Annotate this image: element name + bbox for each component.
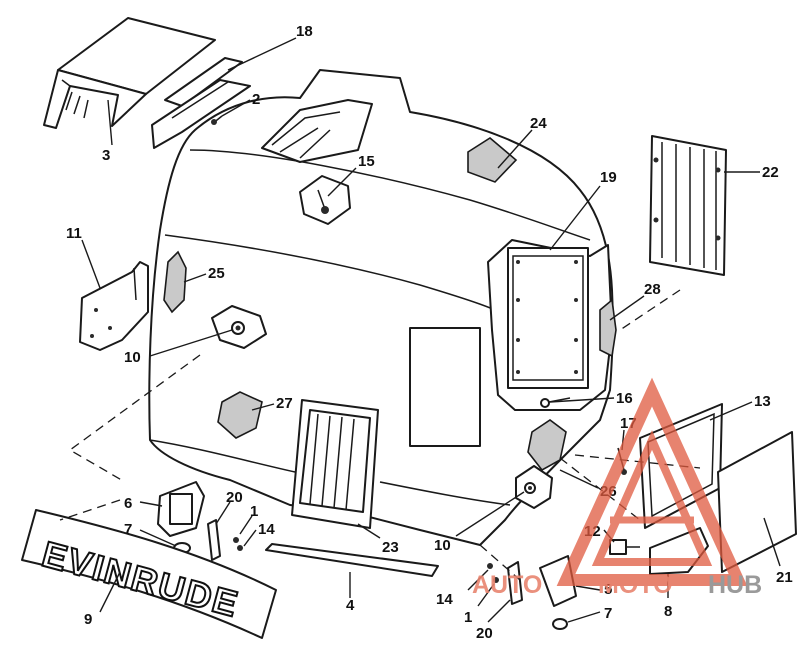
callout-10-upper: 10 — [124, 349, 141, 366]
callout-7-left: 7 — [124, 521, 132, 538]
callout-6: 6 — [124, 495, 132, 512]
grommet-15 — [299, 175, 351, 225]
callout-16: 16 — [616, 390, 633, 407]
clip-20-left — [207, 519, 221, 561]
foam-pad-25 — [163, 250, 187, 314]
fitting-12 — [609, 539, 640, 555]
callout-22: 22 — [762, 164, 779, 181]
callout-23: 23 — [382, 539, 399, 556]
callout-2: 2 — [252, 91, 260, 108]
callout-25: 25 — [208, 265, 225, 282]
grommet-10-lower — [515, 465, 553, 509]
rear-panel-19 — [487, 239, 613, 411]
foam-pad-28 — [599, 298, 617, 358]
foam-pad-24 — [467, 137, 518, 183]
callout-14-left: 14 — [258, 521, 275, 538]
callout-4: 4 — [346, 597, 355, 614]
callout-8: 8 — [664, 603, 672, 620]
callout-1-left: 1 — [250, 503, 258, 520]
callout-1-right: 1 — [464, 609, 472, 626]
watermark-moto: MOTO — [598, 571, 673, 599]
bracket-11 — [79, 261, 149, 351]
washer-1-left — [233, 537, 239, 543]
callout-24: 24 — [530, 115, 547, 132]
callout-15: 15 — [358, 153, 375, 170]
callout-10-lower: 10 — [434, 537, 451, 554]
motor-cover — [148, 69, 614, 546]
callout-7-right: 7 — [604, 605, 612, 622]
assembly-lines — [59, 289, 701, 581]
watermark-text: AUTO MOTO HUB — [472, 571, 762, 599]
brand-decal-9: EVINRUDE — [21, 509, 277, 639]
callout-20-left: 20 — [226, 489, 243, 506]
watermark-logo — [556, 377, 748, 586]
callout-27: 27 — [276, 395, 293, 412]
watermark-auto: AUTO — [472, 571, 542, 599]
callout-19: 19 — [600, 169, 617, 186]
callout-11: 11 — [66, 225, 82, 242]
top-vent-hood — [43, 17, 216, 129]
grommet-10-upper — [211, 305, 267, 349]
trim-strip-4 — [265, 543, 439, 577]
latch-6 — [157, 481, 205, 537]
callout-18: 18 — [296, 23, 313, 40]
callout-3: 3 — [102, 147, 110, 164]
louvre-grille-22 — [649, 135, 727, 276]
callout-28: 28 — [644, 281, 661, 298]
watermark-hub: HUB — [708, 571, 762, 599]
callout-5: 5 — [604, 581, 612, 598]
foam-pad-27 — [217, 391, 263, 439]
callout-9: 9 — [84, 611, 92, 628]
callout-21: 21 — [776, 569, 793, 586]
callout-13: 13 — [754, 393, 771, 410]
foam-pad-26 — [527, 419, 567, 472]
screw-2 — [211, 115, 223, 125]
screw-14-left — [237, 545, 243, 551]
vent-insert — [151, 57, 251, 149]
callout-labels: 3 18 2 24 15 19 22 11 25 10 28 27 16 13 … — [66, 23, 793, 642]
front-grille-23 — [291, 399, 379, 529]
callout-20-right: 20 — [476, 625, 493, 642]
callout-14-right: 14 — [436, 591, 453, 608]
